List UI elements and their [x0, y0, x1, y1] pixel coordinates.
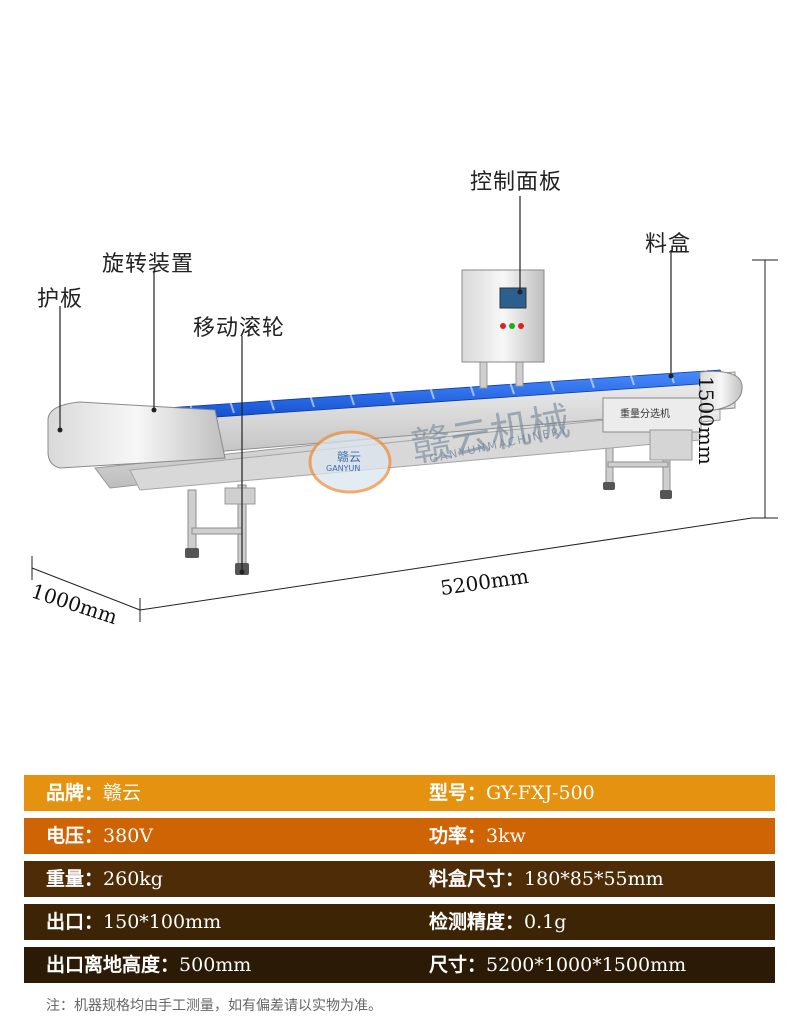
dimension-lines [31, 259, 778, 622]
spec-key: 出口离地高度： [46, 954, 180, 976]
spec-key: 重量： [46, 868, 104, 890]
logo-text: 赣云 [337, 450, 362, 464]
height-dimension: 1500mm [694, 376, 718, 465]
guard-plate-shape [47, 401, 226, 469]
spec-value: 180*85*55mm [524, 868, 664, 890]
control-panel-label: 控制面板 [470, 170, 563, 195]
spec-key: 电压： [46, 825, 104, 847]
spec-right: 型号：GY-FXJ-500 [429, 775, 595, 811]
spec-row: 电压：380V 功率：3kw [24, 818, 775, 854]
spec-key: 品牌： [46, 782, 104, 804]
spec-right: 功率：3kw [429, 818, 526, 854]
spec-value: 260kg [103, 868, 163, 890]
spec-value: 380V [103, 825, 154, 847]
disclaimer-note: 注：机器规格均由手工测量，如有偏差请以实物为准。 [46, 998, 382, 1014]
spec-key: 料盒尺寸： [429, 868, 525, 890]
machine-nameplate: 重量分选机 [620, 409, 670, 420]
spec-value: 3kw [486, 825, 526, 847]
spec-left: 出口：150*100mm [46, 904, 221, 940]
material-box-shape [602, 397, 702, 433]
watermark-logo [308, 430, 392, 494]
spec-value: 500mm [179, 954, 252, 976]
callout-lines [59, 196, 672, 572]
material-box-label: 料盒 [645, 232, 692, 257]
spec-row: 出口：150*100mm 检测精度：0.1g [24, 904, 775, 940]
spec-key: 尺寸： [429, 954, 487, 976]
logo-sub: GANYUN [326, 464, 361, 473]
guard-plate-label: 护板 [37, 287, 84, 312]
spec-left: 重量：260kg [46, 861, 163, 897]
spec-key: 检测精度： [429, 911, 525, 933]
spec-value: 赣云 [103, 782, 142, 804]
spec-key: 出口： [46, 911, 104, 933]
moving-roller-wheels [185, 482, 672, 575]
spec-value: 0.1g [524, 911, 567, 933]
spec-row: 品牌：赣云 型号：GY-FXJ-500 [24, 775, 775, 811]
spec-right: 尺寸：5200*1000*1500mm [429, 947, 686, 983]
spec-right: 检测精度：0.1g [429, 904, 566, 940]
spec-left: 电压：380V [46, 818, 153, 854]
spec-key: 型号： [429, 782, 487, 804]
spec-value: GY-FXJ-500 [486, 782, 595, 804]
spec-table: 品牌：赣云 型号：GY-FXJ-500 电压：380V 功率：3kw 重量：26… [24, 775, 775, 990]
machine-diagram: 控制面板 料盒 旋转装置 护板 移动滚轮 重量分选机 1500mm 5200mm… [28, 170, 778, 629]
spec-value: 5200*1000*1500mm [486, 954, 687, 976]
rotating-device-label: 旋转装置 [102, 252, 195, 277]
spec-row: 出口离地高度：500mm 尺寸：5200*1000*1500mm [24, 947, 775, 983]
blue-trays [77, 368, 729, 427]
spec-value: 150*100mm [103, 911, 222, 933]
control-panel-shape [461, 269, 545, 363]
spec-left: 品牌：赣云 [46, 775, 141, 811]
spec-right: 料盒尺寸：180*85*55mm [429, 861, 664, 897]
machine-illustration [31, 196, 778, 622]
spec-key: 功率： [429, 825, 487, 847]
spec-row: 重量：260kg 料盒尺寸：180*85*55mm [24, 861, 775, 897]
spec-left: 出口离地高度：500mm [46, 947, 251, 983]
moving-roller-label: 移动滚轮 [193, 316, 286, 341]
